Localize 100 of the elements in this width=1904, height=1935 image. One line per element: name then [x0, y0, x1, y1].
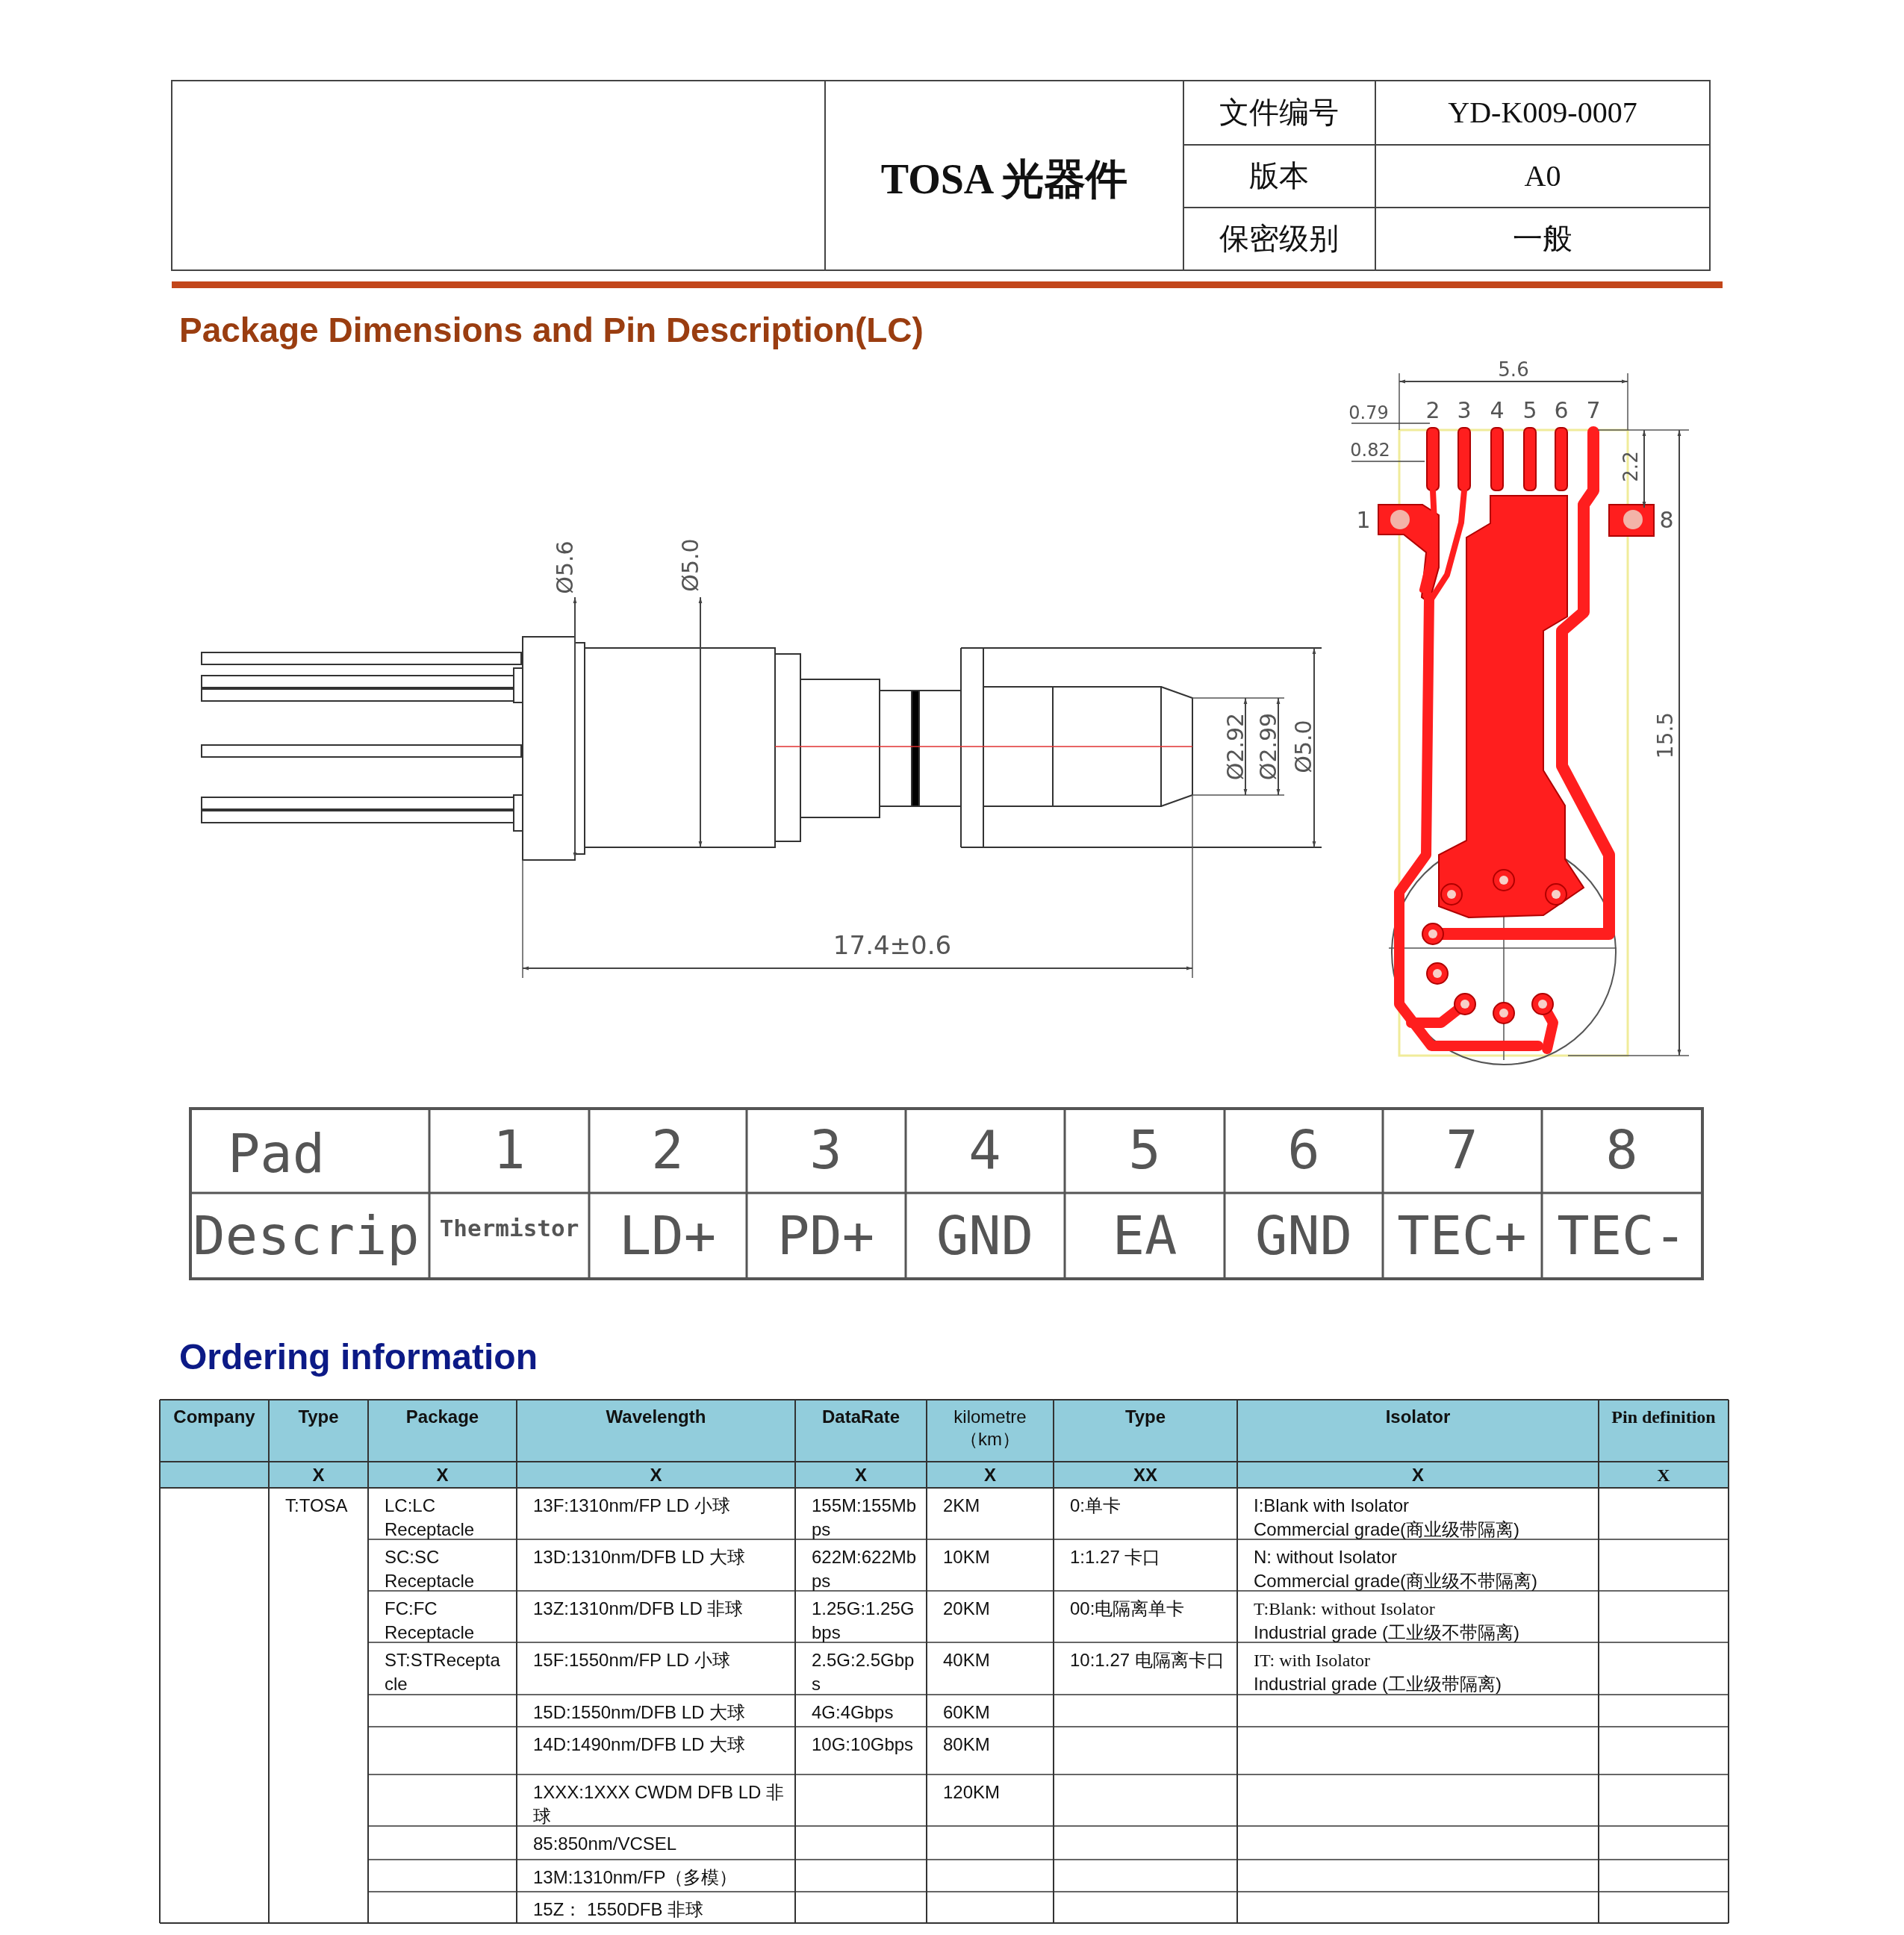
pin-description: GND — [936, 1203, 1033, 1268]
option-description: 10KM — [943, 1546, 991, 1568]
option-description: 155M:155Mbps — [812, 1495, 918, 1542]
option-description: 13D:1310nm/DFB LD 大球 — [533, 1546, 747, 1568]
option-code: XX — [1133, 1464, 1157, 1486]
option-code: X — [1412, 1464, 1424, 1486]
pin-description: Thermistor — [439, 1213, 579, 1243]
option-description: N: without Isolator — [1254, 1546, 1398, 1568]
option-code: X — [312, 1464, 325, 1486]
option-description: I:Blank with Isolator — [1254, 1495, 1410, 1517]
section-heading: Package Dimensions and Pin Description(LC) — [179, 310, 924, 352]
pad-number: 6 — [1287, 1118, 1320, 1182]
field-value: A0 — [1524, 158, 1561, 194]
option-description: IT: with Isolator — [1254, 1650, 1371, 1671]
option-description: ST:STReceptacle — [385, 1649, 501, 1696]
option-description: Commercial grade(商业级带隔离) — [1254, 1518, 1520, 1541]
option-description: 2.5G:2.5Gbps — [812, 1649, 915, 1696]
option-description: 622M:622Mbps — [812, 1546, 918, 1593]
pin-number: 5 — [1522, 396, 1537, 425]
option-description: 13F:1310nm/FP LD 小球 — [533, 1495, 731, 1517]
option-description: 00:电隔离单卡 — [1070, 1598, 1186, 1620]
pad-number: 4 — [968, 1118, 1001, 1182]
column-header: Isolator — [1384, 1406, 1452, 1428]
option-description: 40KM — [943, 1649, 991, 1671]
field-label: 保密级别 — [1219, 221, 1339, 257]
dimension-label: Ø2.92 — [1222, 712, 1250, 781]
column-header: Pad — [228, 1121, 325, 1186]
option-description: 1:1.27 卡口 — [1070, 1546, 1162, 1568]
pin-number: 6 — [1554, 396, 1569, 425]
pad-number: 7 — [1446, 1118, 1478, 1182]
option-code: X — [855, 1464, 867, 1486]
option-description: 60KM — [943, 1701, 991, 1724]
option-description: LC:LC Receptacle — [385, 1495, 476, 1542]
option-description: 0:单卡 — [1070, 1495, 1121, 1517]
column-header: Package — [405, 1406, 480, 1428]
dimension-label: 2.2 — [1618, 451, 1643, 482]
field-value: YD-K009-0007 — [1448, 95, 1637, 131]
dimension-label: 0.79 — [1348, 402, 1389, 424]
column-header: Type — [1124, 1406, 1167, 1428]
document-title: TOSA 光器件 — [880, 155, 1128, 204]
column-header: DataRate — [821, 1406, 900, 1428]
dimension-label: Ø5.0 — [1289, 720, 1318, 773]
column-header: Wavelength — [605, 1406, 707, 1428]
option-description: 15F:1550nm/FP LD 小球 — [533, 1649, 731, 1671]
option-description: 2KM — [943, 1495, 981, 1517]
pad-number: 2 — [651, 1118, 684, 1182]
option-description: 1XXX:1XXX CWDM DFB LD 非球 — [533, 1781, 785, 1828]
pad-number: 8 — [1605, 1118, 1638, 1182]
column-header: kilometre （km） — [953, 1406, 1027, 1451]
column-header: Type — [297, 1406, 340, 1428]
option-description: SC:SC Receptacle — [385, 1546, 476, 1593]
dimension-label: Ø5.6 — [551, 540, 579, 594]
pin-description: TEC+ — [1397, 1203, 1527, 1268]
field-label: 文件编号 — [1219, 95, 1339, 131]
option-description: 14D:1490nm/DFB LD 大球 — [533, 1733, 747, 1756]
pin-number: 8 — [1659, 506, 1674, 535]
option-description: 10:1.27 电隔离卡口 — [1070, 1649, 1225, 1671]
option-code: X — [650, 1464, 662, 1486]
column-header: Company — [172, 1406, 256, 1428]
option-description: 20KM — [943, 1598, 991, 1620]
field-value: 一般 — [1513, 221, 1572, 257]
dimension-label: 0.82 — [1350, 439, 1390, 461]
pad-number: 5 — [1128, 1118, 1161, 1182]
option-description: Commercial grade(商业级不带隔离) — [1254, 1570, 1538, 1592]
option-code: X — [984, 1464, 996, 1486]
option-description: Industrial grade (工业级不带隔离) — [1254, 1621, 1520, 1644]
option-description: T:Blank: without Isolator — [1254, 1598, 1435, 1620]
pin-number: 7 — [1586, 396, 1601, 425]
pin-description: PD+ — [777, 1203, 874, 1268]
option-description: 4G:4Gbps — [812, 1701, 895, 1724]
column-header: Descrip — [193, 1203, 420, 1268]
option-code: X — [1657, 1465, 1670, 1486]
dimension-label: 5.6 — [1498, 357, 1529, 382]
dimension-label: Ø5.0 — [676, 538, 705, 592]
pad-number: 1 — [493, 1118, 526, 1182]
option-description: 85:850nm/VCSEL — [533, 1833, 678, 1855]
dimension-label: Ø2.99 — [1254, 712, 1283, 781]
pad-number: 3 — [809, 1118, 842, 1182]
option-description: Industrial grade (工业级带隔离) — [1254, 1673, 1502, 1695]
pin-description: LD+ — [619, 1203, 716, 1268]
option-description: FC:FC Receptacle — [385, 1598, 476, 1645]
option-description: 15Z： 1550DFB 非球 — [533, 1898, 705, 1921]
pin-number: 4 — [1490, 396, 1505, 425]
option-description: 1.25G:1.25Gbps — [812, 1598, 915, 1645]
dimension-label: 17.4±0.6 — [833, 929, 952, 962]
field-label: 版本 — [1249, 158, 1309, 194]
option-description: 13M:1310nm/FP（多模） — [533, 1866, 738, 1889]
pin-number: 2 — [1425, 396, 1440, 425]
option-code: X — [436, 1464, 449, 1486]
pin-number: 1 — [1356, 506, 1371, 535]
option-description: T:TOSA — [285, 1495, 349, 1517]
option-description: 120KM — [943, 1781, 1001, 1804]
dimension-label: 15.5 — [1652, 711, 1679, 759]
option-description: 10G:10Gbps — [812, 1733, 915, 1756]
option-description: 80KM — [943, 1733, 991, 1756]
option-description: 13Z:1310nm/DFB LD 非球 — [533, 1598, 744, 1620]
pin-number: 3 — [1457, 396, 1472, 425]
pin-description: GND — [1255, 1203, 1352, 1268]
pin-description: EA — [1112, 1203, 1177, 1268]
pin-description: TEC- — [1557, 1203, 1687, 1268]
